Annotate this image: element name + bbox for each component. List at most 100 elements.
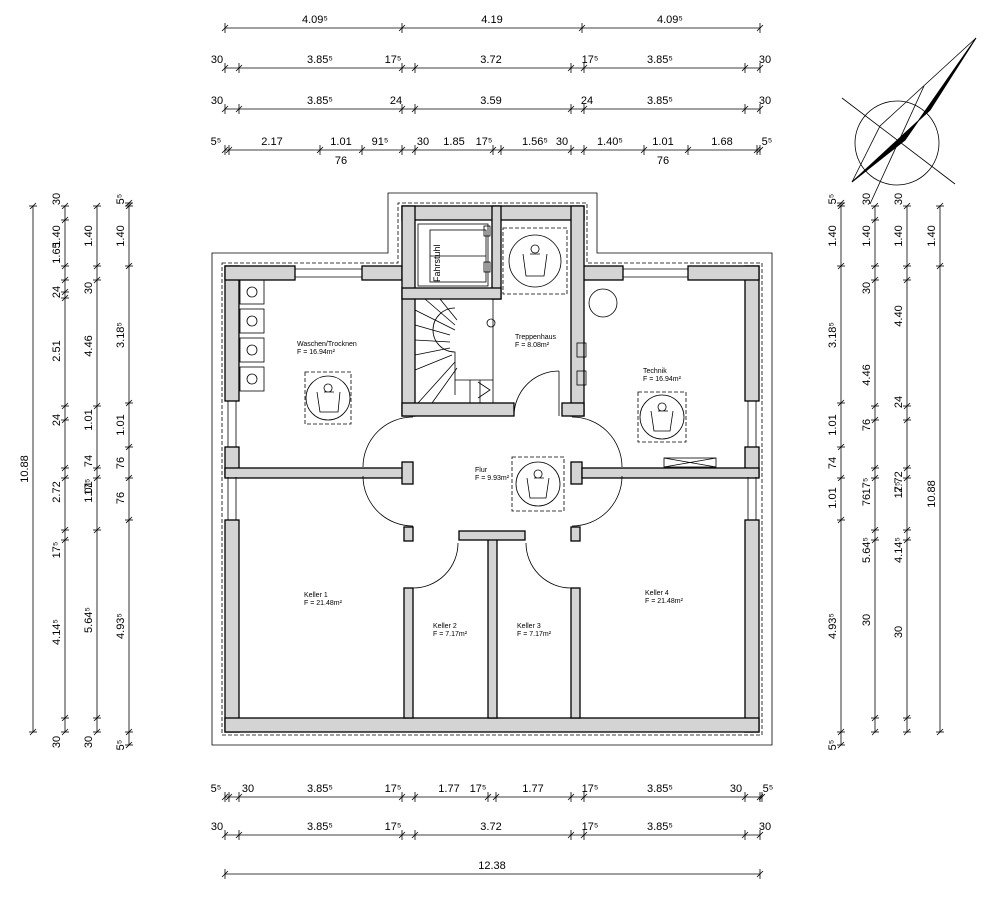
- room-keller4-name: Keller 4: [645, 590, 669, 597]
- dimension-label: 30: [893, 193, 905, 205]
- dimension-label: 5⁵: [211, 136, 222, 148]
- dimension-label: 24: [51, 414, 63, 426]
- dimension-label: 74: [83, 455, 95, 467]
- dimension-label: 30: [759, 54, 771, 66]
- windows: [227, 268, 757, 520]
- dimension-label: 3.59: [480, 95, 501, 107]
- outer-contour: [211, 192, 773, 746]
- dimension-label: 5⁵: [827, 740, 839, 751]
- dimension-label: 17⁵: [385, 783, 402, 795]
- room-keller1-name: Keller 1: [304, 592, 328, 599]
- dimension-label: 3.85⁵: [647, 821, 673, 833]
- dimension-label: 1.01: [83, 481, 95, 502]
- dimension-label: 30: [211, 54, 223, 66]
- dimension-label: 91⁵: [372, 136, 389, 148]
- room-waschen-area: F = 16.94m²: [297, 349, 336, 356]
- room-labels: Waschen/Trocknen F = 16.94m² Treppenhaus…: [297, 244, 684, 638]
- walls: [224, 205, 760, 733]
- room-flur-name: Flur: [475, 467, 488, 474]
- dimension-label: 4.93⁵: [827, 613, 839, 639]
- dimension-label: 30: [211, 821, 223, 833]
- dimension-label: 3.72: [480, 821, 501, 833]
- dimension-label: 30: [51, 193, 63, 205]
- room-keller4-area: F = 21.48m²: [645, 598, 684, 605]
- dimension-label: 74: [827, 457, 839, 469]
- dimension-label: 1.40⁵: [597, 136, 623, 148]
- dimension-label: 2.51: [51, 340, 63, 361]
- dimension-label: 76: [115, 492, 127, 504]
- dimension-label: 5⁵: [763, 783, 774, 795]
- dimension-label: 4.46: [861, 364, 873, 385]
- dimension-label: 2.17: [261, 136, 282, 148]
- room-keller3-area: F = 7.17m²: [517, 631, 552, 638]
- dimension-label: 30: [759, 95, 771, 107]
- dimension-label: 1.40: [827, 225, 839, 246]
- dimension-label: 30: [83, 282, 95, 294]
- dimension-label: 30: [83, 736, 95, 748]
- dimension-label: 30: [861, 614, 873, 626]
- doors: [362, 370, 623, 589]
- dimension-label: 24: [51, 286, 63, 298]
- dimension-label: 3.85⁵: [647, 95, 673, 107]
- dimension-label: 4.19: [481, 14, 502, 26]
- room-fahrstuhl-name: Fahrstuhl: [432, 244, 442, 282]
- dimension-label: 17⁵: [861, 478, 873, 495]
- dimension-label: 4.09⁵: [302, 14, 328, 26]
- dimension-label: 5⁵: [762, 136, 773, 148]
- dimension-label: 5⁵: [115, 740, 127, 751]
- dimension-label: 30: [211, 95, 223, 107]
- dimension-label: 17⁵: [582, 54, 599, 66]
- dimension-label: 3.85⁵: [307, 54, 333, 66]
- wheelchair-icon: [502, 227, 568, 295]
- dimension-label: 4.93⁵: [115, 613, 127, 639]
- dimension-label: 3.85⁵: [647, 54, 673, 66]
- dimension-label: 1.65: [51, 242, 63, 263]
- dimension-label: 3.18⁵: [827, 322, 839, 348]
- dimension-label: 30: [759, 821, 771, 833]
- dimension-label: 30: [730, 783, 742, 795]
- room-treppenhaus-name: Treppenhaus: [515, 334, 556, 341]
- dimension-label: 1.40: [893, 225, 905, 246]
- dimension-label: 1.85: [443, 136, 464, 148]
- technik-fixtures: [576, 288, 717, 468]
- room-technik-name: Technik: [643, 368, 667, 375]
- dimension-label: 4.14⁵: [893, 537, 905, 563]
- dimension-label: 76: [335, 155, 347, 167]
- dimension-label: 76: [861, 419, 873, 431]
- dimension-label: 3.72: [480, 54, 501, 66]
- dimension-label: 3.85⁵: [307, 95, 333, 107]
- dimension-label: 24: [581, 95, 593, 107]
- dimension-label: 1.01: [827, 487, 839, 508]
- dimension-label: 1.01: [652, 136, 673, 148]
- dimension-label: 30: [242, 783, 254, 795]
- wheelchair-icon: [304, 371, 352, 425]
- dimension-label: 3.85⁵: [307, 821, 333, 833]
- dimension-label: 4.40: [893, 305, 905, 326]
- room-flur-area: F = 9.93m²: [475, 475, 510, 482]
- dimension-label: 12.38: [478, 860, 506, 872]
- dimension-label: 2.72: [51, 481, 63, 502]
- dimension-label: 1.01: [115, 414, 127, 435]
- dimension-label: 5⁵: [115, 194, 127, 205]
- room-keller2-area: F = 7.17m²: [433, 631, 468, 638]
- wheelchair-icon: [637, 391, 687, 443]
- dimension-label: 3.18⁵: [115, 322, 127, 348]
- dimension-label: 4.14⁵: [51, 619, 63, 645]
- dimension-label: 30: [417, 136, 429, 148]
- dimension-label: 76: [657, 155, 669, 167]
- dimension-label: 30: [861, 193, 873, 205]
- dimension-label: 17⁵: [83, 479, 95, 496]
- dimension-label: 24: [390, 95, 402, 107]
- dimension-top-3: 30 3.85⁵ 24 3.59 24 3.85⁵ 30: [211, 95, 771, 114]
- room-waschen-name: Waschen/Trocknen: [297, 341, 357, 348]
- dimension-label: 1.77: [438, 783, 459, 795]
